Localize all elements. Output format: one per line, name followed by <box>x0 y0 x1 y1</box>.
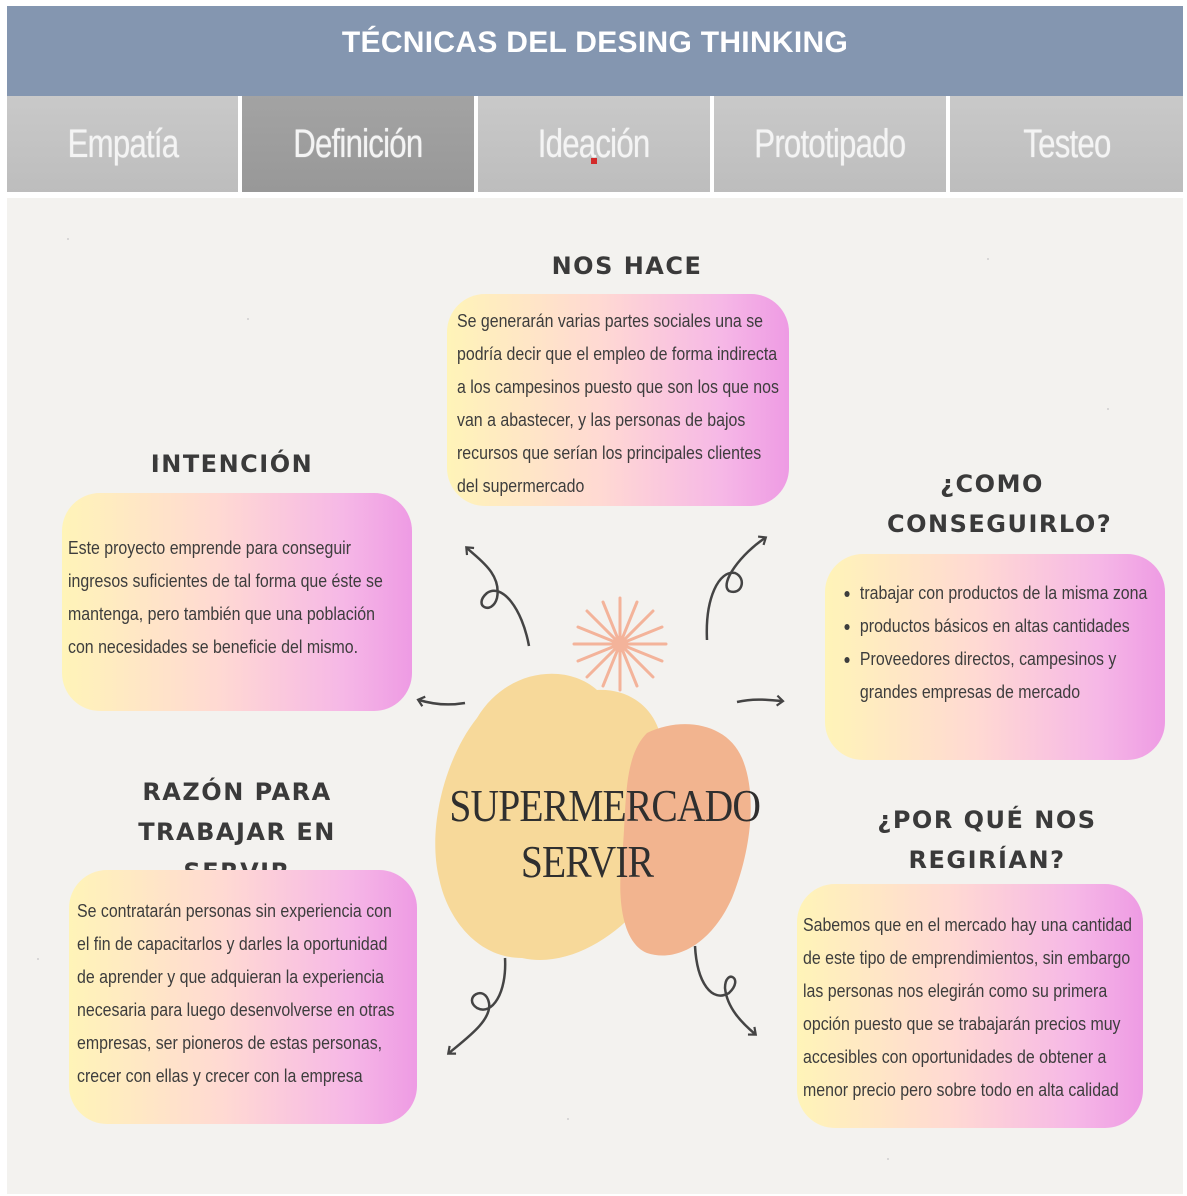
como-list-item: trabajar con productos de la misma zona <box>860 576 1177 609</box>
sun-icon <box>572 596 668 692</box>
arrow-up-right-icon <box>705 535 768 641</box>
razon-heading-line1: RAZÓN PARA <box>142 778 332 806</box>
page-title: TÉCNICAS DEL DESING THINKING <box>341 26 849 59</box>
paper-speck <box>887 1158 889 1160</box>
tab-empatia[interactable]: Empatía <box>7 96 242 192</box>
tab-prototipado[interactable]: Prototipado <box>714 96 950 192</box>
tab-bar: Empatía Definición Ideación Prototipado … <box>7 96 1183 192</box>
tab-definicion[interactable]: Definición <box>242 96 478 192</box>
arrow-up-left-icon <box>465 546 531 647</box>
como-list-item: Proveedores directos, campesinos y grand… <box>860 642 1177 708</box>
como-list: trabajar con productos de la misma zona … <box>841 576 1177 708</box>
paper-speck <box>247 318 249 320</box>
paper-speck <box>157 458 159 460</box>
porque-card: Sabemos que en el mercado hay una cantid… <box>797 884 1143 1128</box>
mindmap-graphics <box>416 535 785 1055</box>
center-title-line2: SERVIR <box>520 836 654 887</box>
paper-speck <box>1107 408 1109 410</box>
como-list-item: productos básicos en altas cantidades <box>860 609 1177 642</box>
arrow-left-icon <box>416 695 466 707</box>
como-heading-line1: ¿COMO <box>940 470 1044 498</box>
blob-yellow-shape <box>435 673 677 960</box>
razon-card: Se contratarán personas sin experiencia … <box>69 870 417 1124</box>
paper-speck <box>67 238 69 240</box>
como-card: trabajar con productos de la misma zona … <box>825 554 1165 760</box>
tab-label: Definición <box>293 121 423 166</box>
porque-heading-line2: REGIRÍAN? <box>908 846 1066 874</box>
intencion-text: Este proyecto emprende para conseguir in… <box>68 537 383 657</box>
blob-peach-shape <box>620 724 751 956</box>
arrow-down-right-icon <box>693 945 758 1036</box>
porque-heading-line1: ¿POR QUÉ NOS <box>877 806 1097 834</box>
como-heading-line2: CONSEGUIRLO? <box>887 510 1113 538</box>
tab-ideacion[interactable]: Ideación <box>478 96 714 192</box>
paper-speck <box>987 258 989 260</box>
paper-speck <box>37 958 39 960</box>
paper-speck <box>567 1118 569 1120</box>
tab-label: Empatía <box>67 121 179 166</box>
porque-heading: ¿POR QUÉ NOS REGIRÍAN? <box>867 800 1107 880</box>
arrow-down-left-icon <box>446 957 507 1055</box>
center-title-line1: SUPERMERCADO <box>449 780 761 831</box>
como-heading: ¿COMO CONSEGUIRLO? <box>887 464 1113 544</box>
mindmap-canvas: SUPERMERCADO SERVIR NOS HACE DIFERENTES … <box>7 198 1183 1194</box>
cursor-marker-icon <box>591 158 597 164</box>
porque-text: Sabemos que en el mercado hay una cantid… <box>803 914 1133 1100</box>
diferentes-card: Se generarán varias partes sociales una … <box>447 294 789 506</box>
intencion-card: Este proyecto emprende para conseguir in… <box>62 493 412 711</box>
intencion-heading: INTENCIÓN <box>150 450 314 478</box>
tab-label: Testeo <box>1022 121 1111 166</box>
tab-label: Prototipado <box>754 121 906 166</box>
header-bar: TÉCNICAS DEL DESING THINKING <box>7 6 1183 96</box>
razon-text: Se contratarán personas sin experiencia … <box>77 900 395 1086</box>
tab-testeo[interactable]: Testeo <box>950 96 1183 192</box>
diferentes-text: Se generarán varias partes sociales una … <box>457 310 779 496</box>
center-title: SUPERMERCADO SERVIR <box>449 778 761 890</box>
arrow-right-icon <box>736 694 785 707</box>
